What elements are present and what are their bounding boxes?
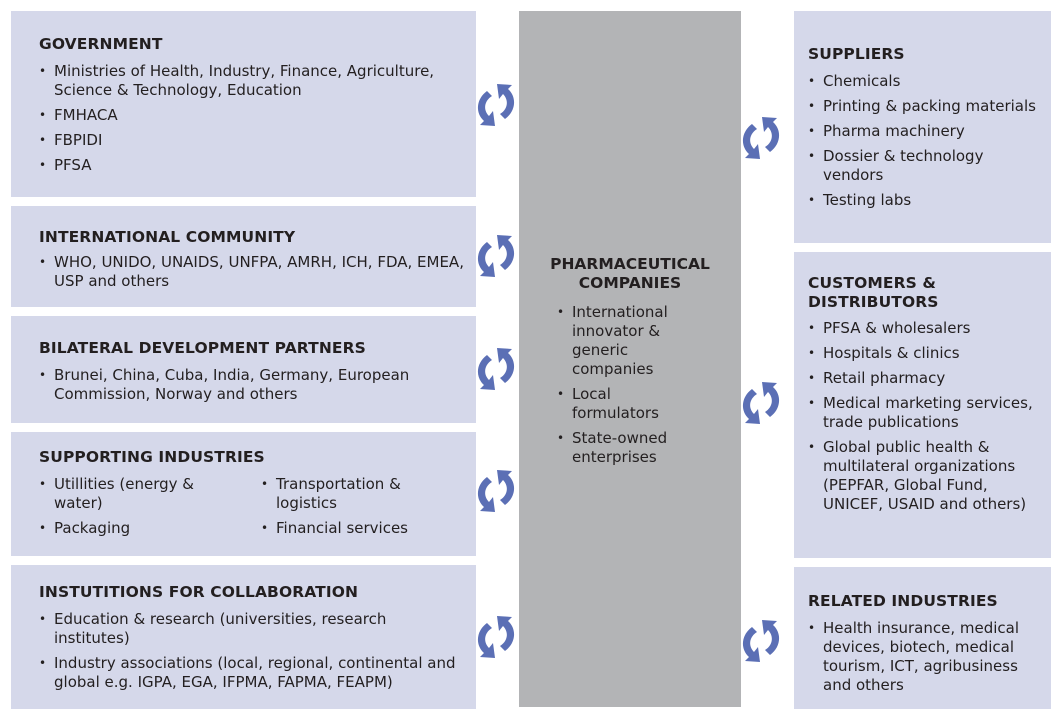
related-title: RELATED INDUSTRIES [808,592,998,610]
cycle-arrows-icon [470,611,522,663]
supporting-list-col2: Transportation & logistics Financial ser… [261,475,416,538]
list-item: Global public health & multilateral orga… [808,438,1048,514]
bilateral-list: Brunei, China, Cuba, India, Germany, Eur… [39,366,476,404]
list-item: Financial services [261,519,416,538]
center-title: PHARMACEUTICAL COMPANIES [550,255,710,292]
list-item: Retail pharmacy [808,369,1051,388]
list-item: International innovator & generic compan… [557,303,702,379]
suppliers-title: SUPPLIERS [808,45,905,63]
list-item: Dossier & technology vendors [808,147,993,185]
customers-title: CUSTOMERS & DISTRIBUTORS [808,274,939,311]
list-item: Testing labs [808,191,1051,210]
list-item: Local formulators [557,385,682,423]
institutions-box: INSTUTITIONS FOR COLLABORATION Education… [11,565,476,709]
international-box: INTERNATIONAL COMMUNITY WHO, UNIDO, UNAI… [11,206,476,307]
government-list: Ministries of Health, Industry, Finance,… [39,62,476,175]
list-item: Health insurance, medical devices, biote… [808,619,1023,695]
cycle-arrows-icon [735,377,787,429]
list-item: Chemicals [808,72,1051,91]
list-item: PFSA & wholesalers [808,319,1051,338]
list-item: Pharma machinery [808,122,1051,141]
cycle-arrows-icon [735,112,787,164]
cycle-arrows-icon [470,79,522,131]
list-item: Hospitals & clinics [808,344,1051,363]
list-item: Ministries of Health, Industry, Finance,… [39,62,464,100]
supporting-box: SUPPORTING INDUSTRIES Utillities (energy… [11,432,476,556]
customers-list: PFSA & wholesalers Hospitals & clinics R… [808,319,1051,514]
center-list: International innovator & generic compan… [557,303,702,473]
supporting-list-col1: Utillities (energy & water) Packaging [39,475,261,538]
list-item: WHO, UNIDO, UNAIDS, UNFPA, AMRH, ICH, FD… [39,253,464,291]
international-list: WHO, UNIDO, UNAIDS, UNFPA, AMRH, ICH, FD… [39,253,476,291]
list-item: Brunei, China, Cuba, India, Germany, Eur… [39,366,464,404]
cycle-arrows-icon [735,615,787,667]
pharmaceutical-companies-column: PHARMACEUTICAL COMPANIES International i… [519,11,741,707]
institutions-title: INSTUTITIONS FOR COLLABORATION [39,583,359,601]
bilateral-title: BILATERAL DEVELOPMENT PARTNERS [39,339,366,357]
institutions-list: Education & research (universities, rese… [39,610,476,692]
bilateral-box: BILATERAL DEVELOPMENT PARTNERS Brunei, C… [11,316,476,423]
list-item: Packaging [39,519,261,538]
government-title: GOVERNMENT [39,35,163,53]
list-item: Printing & packing materials [808,97,1051,116]
cycle-arrows-icon [470,343,522,395]
list-item: Education & research (universities, rese… [39,610,454,648]
list-item: FMHACA [39,106,476,125]
customers-box: CUSTOMERS & DISTRIBUTORS PFSA & wholesal… [794,252,1051,558]
related-list: Health insurance, medical devices, biote… [808,619,1051,695]
government-box: GOVERNMENT Ministries of Health, Industr… [11,11,476,197]
list-item: State-owned enterprises [557,429,682,467]
list-item: Utillities (energy & water) [39,475,214,513]
list-item: Medical marketing services, trade public… [808,394,1048,432]
cycle-arrows-icon [470,230,522,282]
list-item: FBPIDI [39,131,476,150]
international-title: INTERNATIONAL COMMUNITY [39,228,296,246]
list-item: PFSA [39,156,476,175]
cycle-arrows-icon [470,465,522,517]
supporting-title: SUPPORTING INDUSTRIES [39,448,265,466]
suppliers-box: SUPPLIERS Chemicals Printing & packing m… [794,11,1051,243]
suppliers-list: Chemicals Printing & packing materials P… [808,72,1051,210]
related-box: RELATED INDUSTRIES Health insurance, med… [794,567,1051,709]
list-item: Transportation & logistics [261,475,416,513]
list-item: Industry associations (local, regional, … [39,654,474,692]
